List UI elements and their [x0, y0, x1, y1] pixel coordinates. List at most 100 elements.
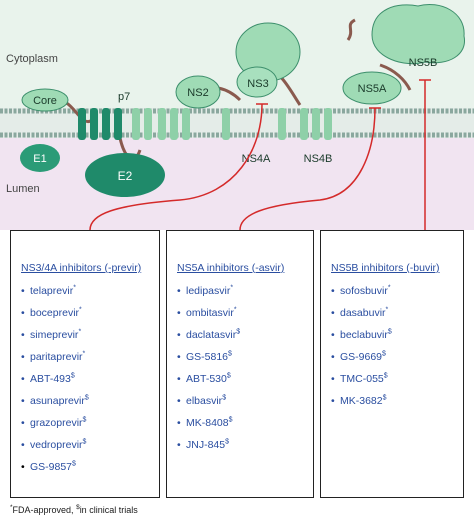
- drug-name: beclabuvir: [340, 329, 388, 341]
- ns5a-inhibitors-box: NS5A inhibitors (-asvir) •ledipasvir* • o…: [166, 230, 314, 498]
- ns5b-label: NS5B: [409, 57, 438, 69]
- drug-mark: $: [228, 350, 232, 358]
- bullet-icon: •: [331, 351, 335, 363]
- bullet-icon: •: [21, 395, 25, 407]
- p7-label: p7: [118, 91, 130, 103]
- drug-name: MK-8408: [186, 417, 229, 429]
- drug-item: • grazoprevir$: [21, 416, 159, 438]
- ns5b-inhibitors-box: NS5B inhibitors (-buvir) •sofosbuvir* •d…: [320, 230, 464, 498]
- drug-mark: $: [228, 416, 233, 424]
- drug-mark: $: [383, 372, 388, 380]
- drug-name: telaprevir: [30, 285, 74, 297]
- drug-item: •GS-9669$: [331, 350, 463, 372]
- drug-mark: *: [82, 350, 86, 358]
- drug-mark: $: [72, 460, 76, 468]
- bullet-icon: •: [21, 417, 25, 429]
- e2-label: E2: [118, 169, 133, 183]
- cytoplasm-label: Cytoplasm: [6, 53, 58, 65]
- lumen-label: Lumen: [6, 183, 40, 195]
- bullet-icon: •: [21, 307, 25, 319]
- ns5a-protein: [342, 71, 402, 105]
- drug-item: •simeprevir*: [21, 328, 159, 350]
- footnote-approved-text: FDA-approved,: [12, 505, 77, 515]
- drug-name: daclatasvir: [186, 329, 237, 341]
- drug-mark: *: [78, 328, 82, 336]
- drug-name: ombitasvir: [186, 307, 234, 319]
- drug-item: •paritaprevir*: [21, 350, 159, 372]
- drug-item: • GS-5816$: [177, 350, 313, 372]
- drug-name: GS-5816: [186, 351, 229, 363]
- ns2-label: NS2: [187, 87, 208, 99]
- bullet-icon: •: [21, 285, 25, 297]
- footnote-trials-text: in clinical trials: [79, 505, 138, 515]
- drug-item: •daclatasvir$: [177, 328, 313, 350]
- ns4a-label: NS4A: [242, 153, 271, 165]
- drug-item: •ledipasvir*: [177, 284, 313, 306]
- e1-label: E1: [33, 153, 46, 165]
- drug-mark: *: [73, 284, 76, 292]
- drug-item: •JNJ-845$: [177, 438, 313, 460]
- drug-mark: *: [79, 306, 82, 314]
- drug-name: paritaprevir: [30, 351, 83, 363]
- drug-name: sofosbuvir: [340, 285, 388, 297]
- bullet-icon: •: [331, 373, 335, 385]
- bullet-icon: •: [177, 307, 181, 319]
- bullet-icon: •: [177, 439, 181, 451]
- drug-name: GS-9669: [340, 351, 383, 363]
- bullet-icon: •: [177, 329, 181, 341]
- drug-item: • telaprevir*: [21, 284, 159, 306]
- drug-item: •GS-9857$: [21, 460, 159, 482]
- drug-mark: $: [70, 372, 75, 380]
- drug-name: JNJ-845: [186, 439, 226, 451]
- bullet-icon: •: [177, 417, 181, 429]
- drug-item: •ABT-493$: [21, 372, 159, 394]
- ns4b-label: NS4B: [304, 153, 333, 165]
- drug-mark: $: [382, 394, 387, 402]
- drug-name: asunaprevir: [30, 395, 85, 407]
- ns5a-drug-list: •ledipasvir* •ombitasvir* •daclatasvir$ …: [167, 284, 313, 460]
- bullet-icon: •: [177, 351, 181, 363]
- drug-mark: *: [233, 306, 237, 314]
- bullet-icon: •: [177, 395, 181, 407]
- core-protein: [21, 88, 69, 112]
- drug-item: •vedroprevir$: [21, 438, 159, 460]
- drug-item: •elbasvir$: [177, 394, 313, 416]
- ns5a-label: NS5A: [358, 83, 387, 95]
- transmembrane-helices: [78, 108, 332, 140]
- drug-mark: $: [82, 416, 87, 424]
- ns5b-drug-list: •sofosbuvir* •dasabuvir* •beclabuvir$ •G…: [321, 284, 463, 416]
- bullet-icon: •: [177, 285, 181, 297]
- drug-item: •MK-3682$: [331, 394, 463, 416]
- drug-item: • TMC-055$: [331, 372, 463, 394]
- drug-name: TMC-055: [340, 373, 384, 385]
- footnote-star: *: [10, 504, 13, 511]
- drug-item: • MK-8408$: [177, 416, 313, 438]
- drug-item: •ABT-530$: [177, 372, 313, 394]
- ns5b-protein: [371, 4, 465, 65]
- drug-name: grazoprevir: [30, 417, 83, 429]
- ns3-box-title: NS3/4A inhibitors (-previr): [21, 262, 142, 274]
- drug-item: • asunaprevir$: [21, 394, 159, 416]
- drug-item: • beclabuvir$: [331, 328, 463, 350]
- ns5a-box-title: NS5A inhibitors (-asvir): [177, 262, 285, 274]
- ns5a-inhibition-line: [239, 107, 376, 230]
- core-label: Core: [33, 95, 57, 107]
- drug-mark: $: [387, 328, 392, 336]
- ns2-protein: [175, 75, 221, 109]
- drug-mark: $: [222, 394, 227, 402]
- drug-mark: $: [84, 394, 89, 402]
- drug-name: vedroprevir: [30, 439, 83, 451]
- e2-protein: [85, 153, 165, 197]
- drug-name: boceprevir: [30, 307, 80, 319]
- bullet-icon: •: [21, 461, 25, 473]
- drug-name: dasabuvir: [340, 307, 386, 319]
- bullet-icon: •: [331, 395, 335, 407]
- bullet-icon: •: [331, 329, 335, 341]
- drug-mark: *: [230, 284, 234, 292]
- drug-item: •dasabuvir*: [331, 306, 463, 328]
- drug-name: ABT-530: [186, 373, 227, 385]
- inhibition-lines: [89, 79, 431, 230]
- ns3-label: NS3: [247, 78, 268, 90]
- bullet-icon: •: [177, 373, 181, 385]
- drug-item: •sofosbuvir*: [331, 284, 463, 306]
